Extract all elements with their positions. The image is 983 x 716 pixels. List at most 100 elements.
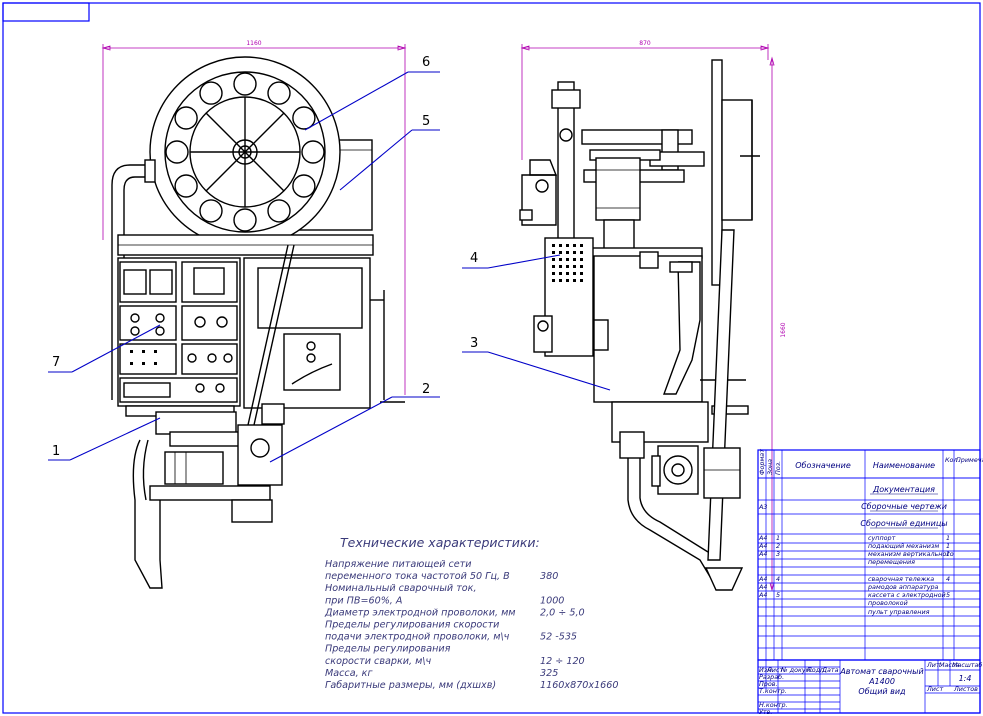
grille-dot <box>580 265 583 268</box>
grille-dot <box>552 272 555 275</box>
tb-header-doc: № докум. <box>780 666 813 674</box>
spec-row-qty: 1 <box>946 542 950 550</box>
grille-dot <box>573 251 576 254</box>
callout-1: 1 <box>52 444 60 459</box>
reel-hole <box>267 81 291 105</box>
spec-label: Напряжение питающей сети <box>325 559 472 570</box>
spec-label: Номинальный сварочный ток, <box>325 583 477 594</box>
callout-7: 7 <box>52 355 60 370</box>
spec-label: скорости сварки, м\ч <box>325 656 432 667</box>
spec-row-format: А4 <box>758 534 767 542</box>
tb-role: Н.контр. <box>759 701 788 709</box>
grille-dot <box>573 265 576 268</box>
spec-header-pos: Поз. <box>774 461 782 475</box>
spec-header-qty: Кол. <box>945 456 960 464</box>
specification-table: Обозначение Наименование Формат Зона Поз… <box>757 449 983 661</box>
grille-dot <box>573 279 576 282</box>
spec-row-name: перемещения <box>868 558 915 566</box>
spec-row-format: А4 <box>758 575 767 583</box>
grille-dot <box>559 279 562 282</box>
reel-hole <box>199 81 223 105</box>
grille-dot <box>559 258 562 261</box>
tb-header-date: Дата <box>821 666 839 674</box>
tb-sheets: Листов <box>953 685 978 693</box>
reel-hole <box>292 174 316 198</box>
spec-header-zone: Зона <box>766 459 774 475</box>
tb-header-list: Лист <box>766 666 783 674</box>
grille-dot <box>573 258 576 261</box>
spec-header-format: Формат <box>758 449 766 475</box>
spec-row-format: А4 <box>758 583 767 591</box>
front-view: 1160 <box>101 40 407 589</box>
tb-header-izm: Изм. <box>759 666 774 674</box>
tb-scale-label: Масштаб <box>952 661 982 669</box>
specs-title: Технические характеристики: <box>340 535 540 550</box>
grille-dot <box>573 272 576 275</box>
spec-label: переменного тока частотой 50 Гц, В <box>325 571 510 582</box>
spec-row-name: суппорт <box>868 534 896 542</box>
technical-specs: Технические характеристики: Напряжение п… <box>324 535 619 691</box>
grille-dot <box>566 279 569 282</box>
spec-row-format: А4 <box>758 550 767 558</box>
grille-dot <box>566 265 569 268</box>
spec-row-pos: 5 <box>776 591 780 599</box>
side-view: 870 1660 <box>519 40 787 592</box>
grille-dot <box>580 279 583 282</box>
dim-height: 1660 <box>780 322 787 337</box>
spec-value: 380 <box>540 571 558 582</box>
grille-dot <box>552 244 555 247</box>
spec-row-format: А3 <box>758 503 767 511</box>
spec-value: 2,0 ÷ 5,0 <box>540 607 585 618</box>
grille-dot <box>552 265 555 268</box>
spec-row-name: сварочная тележка <box>868 575 934 583</box>
tb-sheet: Лист <box>926 685 943 693</box>
grille-dot <box>573 244 576 247</box>
tb-lit: Лит. <box>926 661 942 669</box>
spec-row-name: рамодов аппаратура <box>867 583 939 591</box>
spec-label: Диаметр электродной проволоки, мм <box>324 607 516 618</box>
spec-label: Пределы регулирования скорости <box>325 620 499 631</box>
spec-label: Габаритные размеры, мм (дxшxв) <box>325 679 496 691</box>
tb-role: Разраб. <box>759 673 784 681</box>
spec-label: Масса, кг <box>325 668 373 679</box>
callout-4: 4 <box>470 251 478 266</box>
spec-label: Пределы регулирования <box>325 644 451 655</box>
spec-row-qty: 1 <box>946 550 950 558</box>
spec-value: 1000 <box>540 595 564 606</box>
spec-row-name: кассета с электродной <box>868 591 946 599</box>
tb-role: Утв. <box>759 708 772 716</box>
spec-row-qty: 4 <box>946 575 950 583</box>
grille-dot <box>552 251 555 254</box>
spec-value: 1160x870x1660 <box>540 680 619 691</box>
reel-hole <box>233 72 257 96</box>
spec-row-qty: 5 <box>946 591 950 599</box>
spec-row-pos: 4 <box>776 575 780 583</box>
tb-role: Т.контр. <box>759 687 787 695</box>
spec-row-pos: 3 <box>776 550 780 558</box>
grille-dot <box>566 244 569 247</box>
tb-mass: Масса <box>939 661 959 669</box>
grille-dot <box>566 258 569 261</box>
tb-header-sign: Подп. <box>807 666 826 674</box>
spec-header-name: Наименование <box>873 461 935 470</box>
spec-header-designation: Обозначение <box>795 461 851 470</box>
reel-hole <box>174 106 198 130</box>
grille-dot <box>580 272 583 275</box>
title-block: Изм. Лист № докум. Подп. Дата Разраб.Про… <box>757 659 982 716</box>
spec-row-name: проволокой <box>868 599 908 607</box>
spec-row-qty: 1 <box>946 534 950 542</box>
grille-dot <box>580 251 583 254</box>
dim-side-width: 870 <box>639 40 651 47</box>
spec-row-format: А4 <box>758 591 767 599</box>
reel-hole <box>292 106 316 130</box>
callout-2: 2 <box>422 382 430 397</box>
spec-row-pos: 1 <box>776 534 780 542</box>
spec-row-name: Документация <box>872 485 935 494</box>
grille-dot <box>580 244 583 247</box>
grille-dot <box>559 265 562 268</box>
callout-6: 6 <box>422 55 430 70</box>
spec-header-note: Примечание <box>956 456 983 464</box>
grille-dot <box>559 272 562 275</box>
